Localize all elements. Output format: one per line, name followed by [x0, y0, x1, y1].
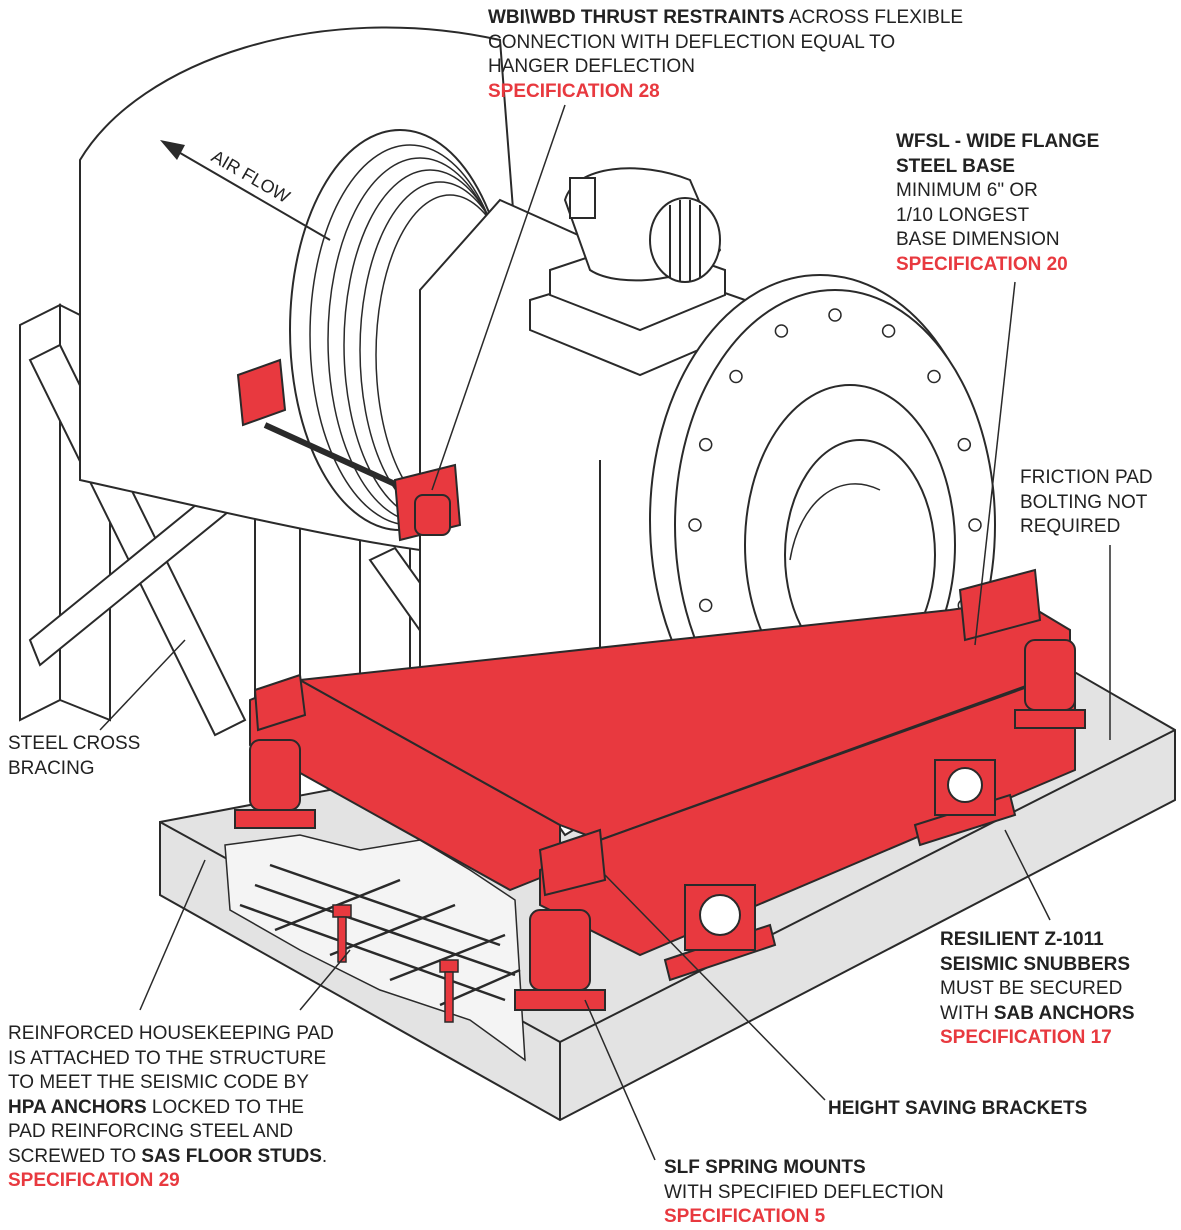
leader-thrust — [431, 104, 566, 491]
leader-snubbers — [1004, 829, 1051, 921]
snubbers-bold4: SAB ANCHORS — [993, 1002, 1135, 1024]
spring-mount-back-right — [1014, 639, 1086, 729]
airflow-arrow — [160, 140, 331, 241]
housekeeping-pad-callout: REINFORCED HOUSEKEEPING PAD IS ATTACHED … — [8, 1022, 334, 1194]
friction-line2: BOLTING NOT — [1020, 491, 1148, 513]
wfsl-line4: 1/10 LONGEST — [896, 204, 1030, 226]
wfsl-callout: WFSL - WIDE FLANGE STEEL BASE MINIMUM 6"… — [896, 130, 1099, 277]
pad-line5: PAD REINFORCING STEEL AND — [8, 1121, 294, 1142]
pad-bold4: HPA ANCHORS — [8, 1096, 147, 1118]
leader-bracing — [99, 639, 186, 731]
hpa-anchor-2 — [439, 959, 459, 1023]
slf-spring-mounts — [234, 639, 1086, 1011]
snubbers-line2: SEISMIC SNUBBERS — [940, 953, 1131, 975]
leader-pad-anchor — [299, 949, 351, 1011]
snubber-front — [663, 884, 777, 982]
bracing-line2: BRACING — [8, 757, 95, 779]
flange-bolt — [828, 308, 842, 322]
thrust-line2: CONNECTION WITH DEFLECTION EQUAL TO — [488, 31, 896, 53]
snubbers-line3: MUST BE SECURED — [940, 978, 1123, 999]
thrust-restraint — [236, 358, 462, 542]
cross-bracing-callout: STEEL CROSS BRACING — [8, 732, 140, 781]
snubbers-line1: RESILIENT Z-1011 — [940, 929, 1104, 950]
flange-bolt — [698, 598, 713, 613]
seismic-snubbers-callout: RESILIENT Z-1011 SEISMIC SNUBBERS MUST B… — [940, 928, 1135, 1051]
pad-bold6: SAS FLOOR STUDS — [141, 1145, 322, 1167]
flange-bolt — [698, 437, 713, 452]
height-brackets-callout: HEIGHT SAVING BRACKETS — [828, 1097, 1087, 1122]
leader-pad — [139, 859, 206, 1011]
height-line1: HEIGHT SAVING BRACKETS — [828, 1098, 1088, 1119]
thrust-restraint-callout: WBI\WBD THRUST RESTRAINTS ACROSS FLEXIBL… — [488, 6, 963, 104]
leader-height — [604, 874, 826, 1101]
slf-line1: SLF SPRING MOUNTS — [664, 1157, 866, 1178]
motor — [529, 167, 746, 377]
flange-bolt — [688, 518, 702, 532]
leader-slf — [584, 999, 656, 1161]
wfsl-line5: BASE DIMENSION — [896, 229, 1060, 250]
friction-line1: FRICTION PAD — [1020, 467, 1153, 488]
leader-wfsl — [974, 281, 1016, 646]
thrust-title: WBI\WBD THRUST RESTRAINTS — [488, 7, 785, 28]
flange-bolt — [957, 437, 972, 452]
snubbers-text4: WITH — [940, 1002, 994, 1024]
wide-flange-steel-base — [249, 568, 1076, 957]
pad-text6: SCREWED TO — [8, 1145, 142, 1167]
pad-line1: REINFORCED HOUSEKEEPING PAD — [8, 1023, 334, 1044]
thrust-text1: ACROSS FLEXIBLE — [784, 7, 964, 28]
wfsl-line2: STEEL BASE — [896, 155, 1015, 177]
slf-line2: WITH SPECIFIED DEFLECTION — [664, 1181, 944, 1203]
pad-text4: LOCKED TO THE — [146, 1096, 304, 1118]
flange-bolt — [968, 518, 982, 532]
flange-bolt — [881, 324, 896, 338]
snubbers-spec: SPECIFICATION 17 — [940, 1027, 1112, 1048]
snubber-right — [913, 759, 1017, 847]
spring-mount-front-left — [234, 739, 316, 829]
pad-text6b: . — [321, 1145, 328, 1167]
pad-spec: SPECIFICATION 29 — [8, 1170, 180, 1191]
leader-lines — [99, 104, 1111, 1161]
thrust-line3: HANGER DEFLECTION — [488, 56, 695, 77]
wfsl-line3: MINIMUM 6" OR — [896, 180, 1038, 201]
thrust-spec: SPECIFICATION 28 — [488, 80, 660, 102]
pad-line2: IS ATTACHED TO THE STRUCTURE — [8, 1047, 327, 1069]
seismic-snubbers — [663, 759, 1017, 982]
wfsl-spec: SPECIFICATION 20 — [896, 253, 1068, 275]
bracing-line1: STEEL CROSS — [8, 733, 141, 754]
hpa-anchor-1 — [332, 904, 352, 963]
pad-line3: TO MEET THE SEISMIC CODE BY — [8, 1072, 309, 1093]
spring-mount-front — [514, 909, 606, 1011]
slf-spring-mounts-callout: SLF SPRING MOUNTS WITH SPECIFIED DEFLECT… — [664, 1156, 944, 1230]
slf-spec: SPECIFICATION 5 — [664, 1206, 826, 1227]
wfsl-line1: WFSL - WIDE FLANGE — [896, 131, 1100, 152]
flange-bolt — [927, 369, 941, 384]
friction-line3: REQUIRED — [1020, 516, 1121, 537]
friction-pad-callout: FRICTION PAD BOLTING NOT REQUIRED — [1020, 466, 1153, 540]
flange-bolt — [774, 324, 789, 338]
flange-bolt — [729, 369, 743, 384]
